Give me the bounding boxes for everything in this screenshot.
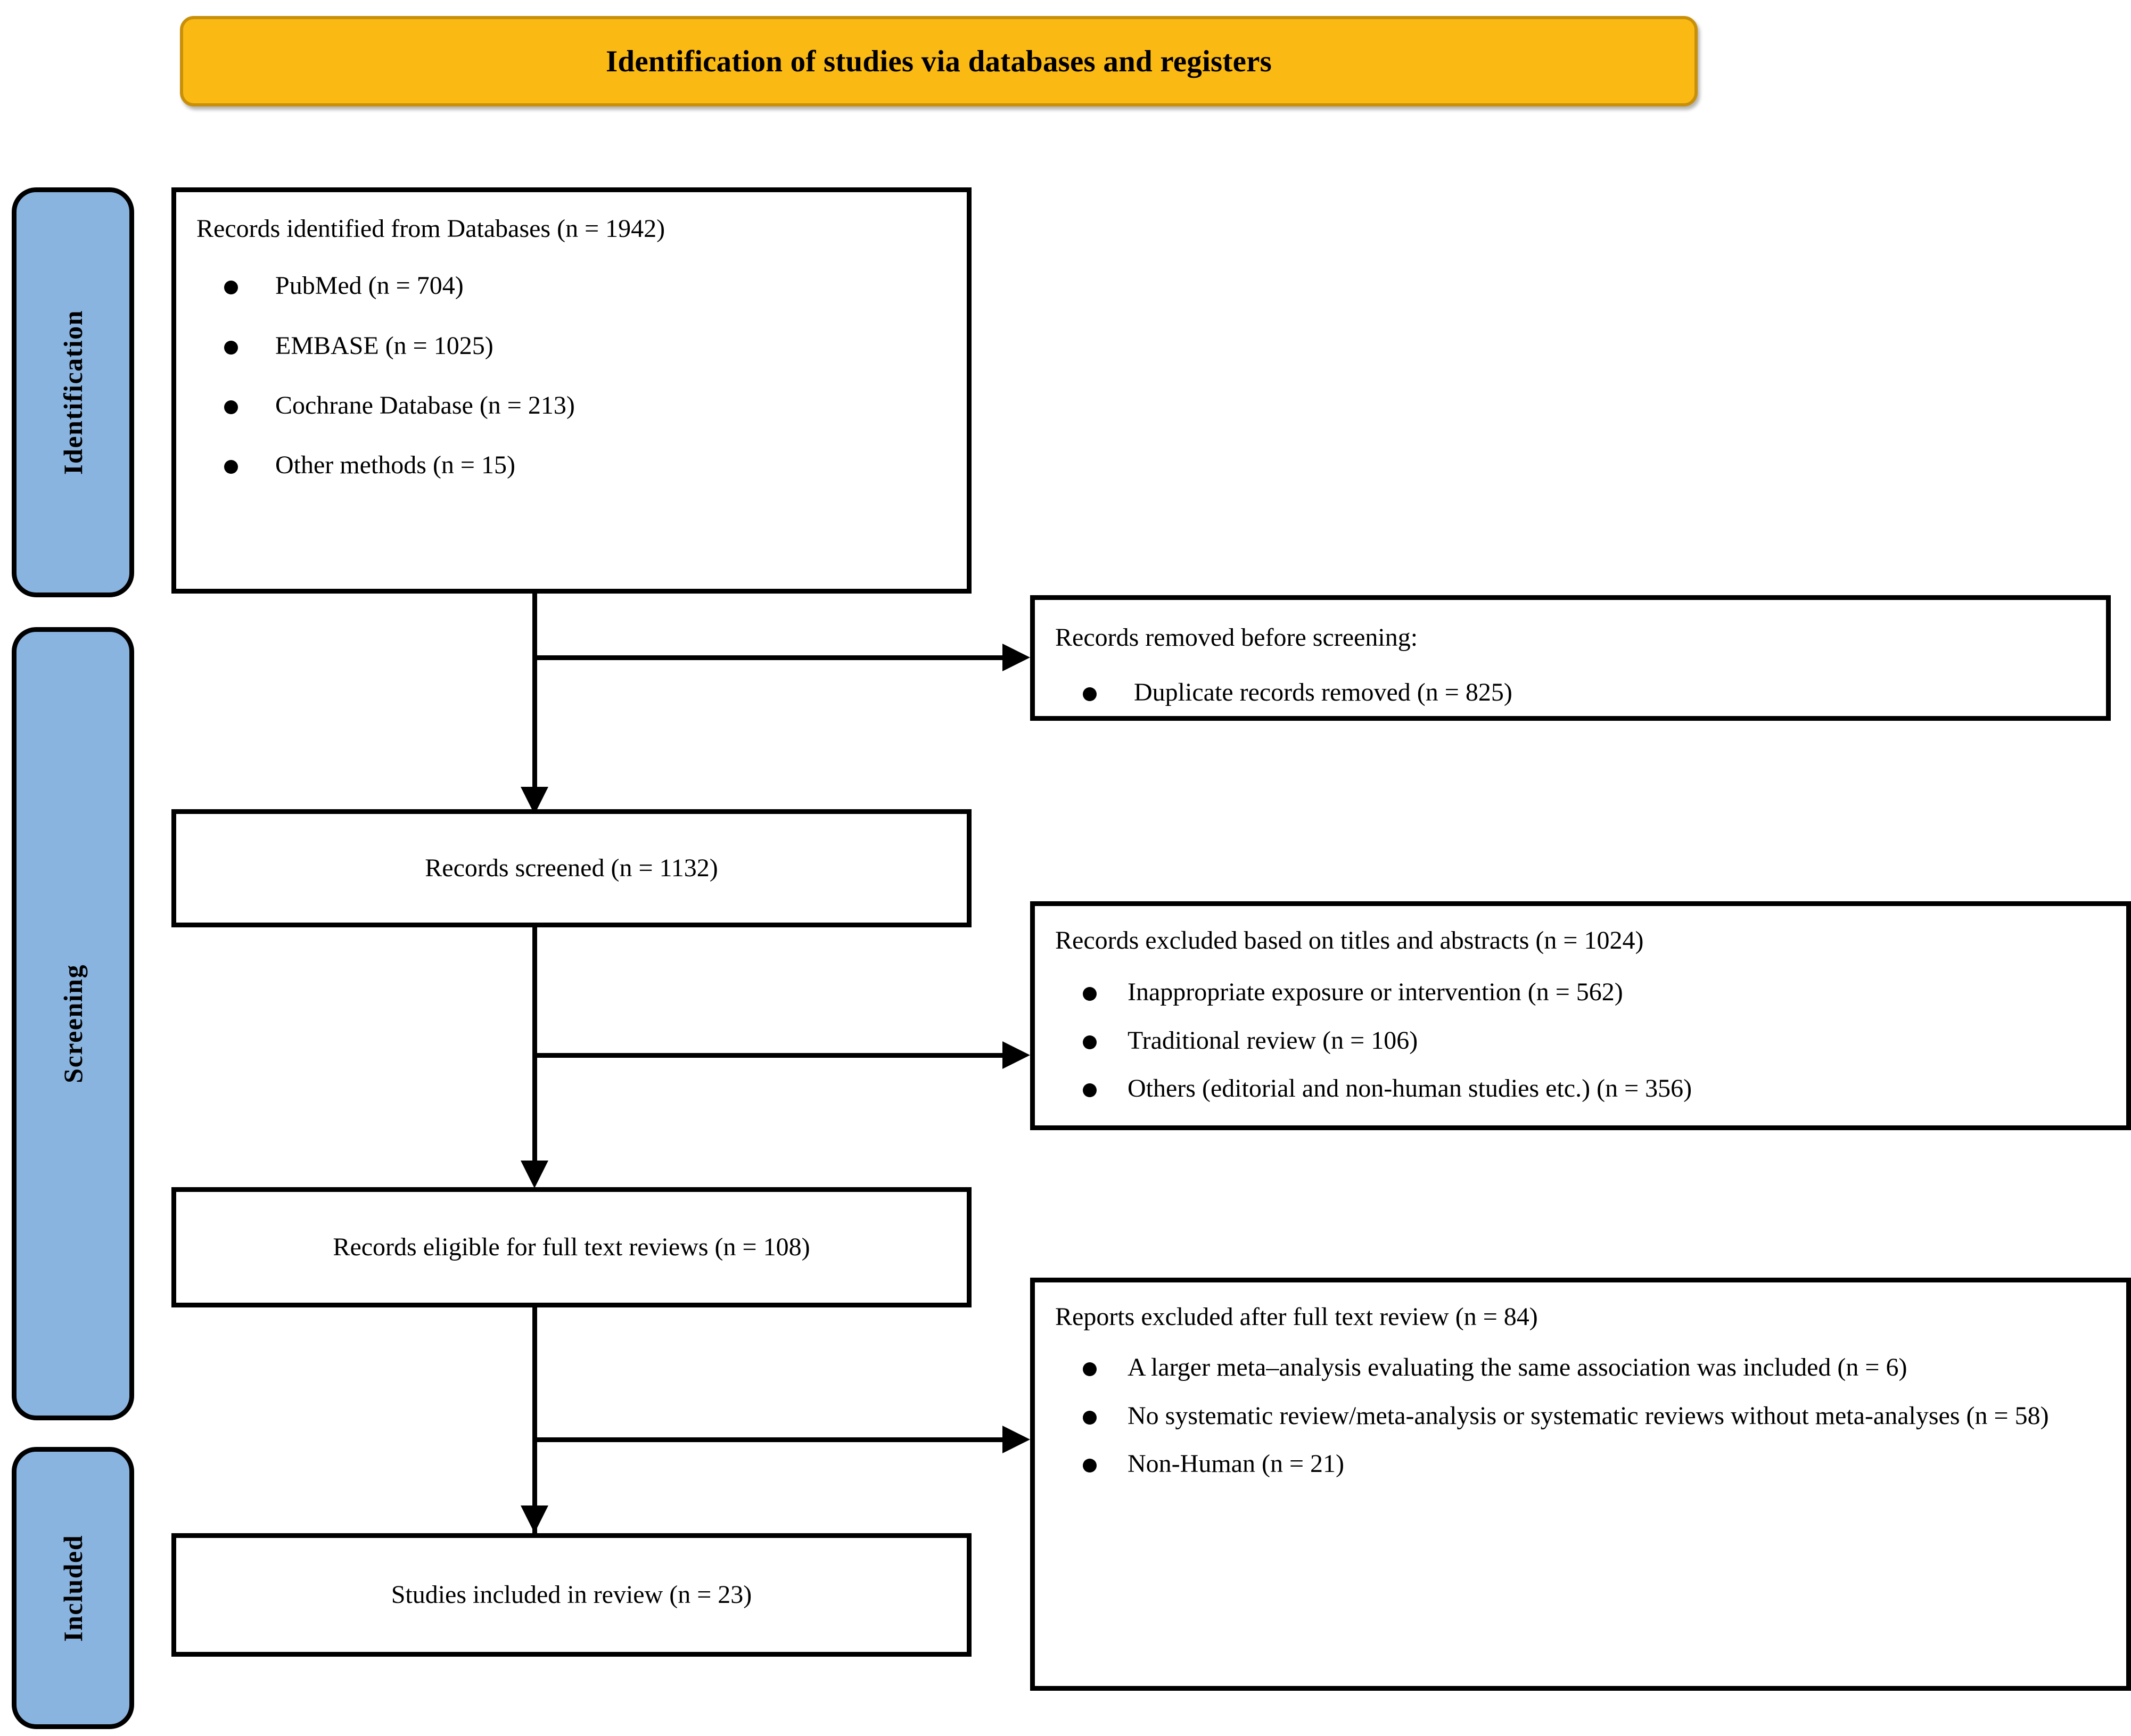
box-records-removed: Records removed before screening: Duplic… [1030, 595, 2111, 721]
bullet-icon [1083, 1035, 1097, 1049]
box-reports-excluded-fulltext-title: Reports excluded after full text review … [1055, 1303, 1538, 1331]
list-item-label: Inappropriate exposure or intervention (… [1128, 978, 1623, 1007]
stage-label-included: Included [12, 1447, 134, 1729]
box-records-screened: Records screened (n = 1132) [171, 809, 972, 927]
box-records-removed-list: Duplicate records removed (n = 825) [1053, 676, 2088, 710]
list-item: PubMed (n = 704) [194, 269, 949, 303]
list-item-label: PubMed (n = 704) [275, 271, 464, 300]
box-records-eligible: Records eligible for full text reviews (… [171, 1187, 972, 1307]
list-item: No systematic review/meta-analysis or sy… [1053, 1399, 2108, 1433]
box-studies-included: Studies included in review (n = 23) [171, 1533, 972, 1657]
stage-label-identification: Identification [12, 187, 134, 597]
list-item-label: Non-Human (n = 21) [1128, 1450, 1344, 1478]
bullet-icon [224, 460, 238, 474]
list-item-label: EMBASE (n = 1025) [275, 331, 493, 360]
connector-identified-vertical [532, 594, 537, 812]
list-item-label: A larger meta–analysis evaluating the sa… [1128, 1353, 1907, 1382]
bullet-icon [224, 400, 238, 415]
list-item: Other methods (n = 15) [194, 448, 949, 482]
list-item-label: No systematic review/meta-analysis or sy… [1128, 1401, 2049, 1430]
list-item: Traditional review (n = 106) [1053, 1024, 2108, 1058]
connector-screened-vertical [532, 927, 537, 1161]
list-item: Non-Human (n = 21) [1053, 1447, 2108, 1481]
list-item: Inappropriate exposure or intervention (… [1053, 975, 2108, 1009]
page-title: Identification of studies via databases … [606, 44, 1272, 78]
list-item-label: Cochrane Database (n = 213) [275, 391, 575, 420]
bullet-icon [1083, 1083, 1097, 1098]
box-records-screened-title: Records screened (n = 1132) [425, 853, 718, 882]
bullet-icon [1083, 687, 1097, 702]
arrowhead-to-removed-icon [1002, 644, 1030, 671]
box-records-excluded-titles-list: Inappropriate exposure or intervention (… [1053, 975, 2108, 1106]
box-reports-excluded-fulltext-list: A larger meta–analysis evaluating the sa… [1053, 1351, 2108, 1481]
box-studies-included-title: Studies included in review (n = 23) [391, 1580, 752, 1609]
bullet-icon [1083, 1410, 1097, 1425]
list-item-label: Duplicate records removed (n = 825) [1134, 678, 1512, 707]
stage-label-included-text: Included [58, 1534, 88, 1642]
box-records-removed-title: Records removed before screening: [1055, 623, 1418, 652]
list-item: Duplicate records removed (n = 825) [1053, 676, 2088, 710]
list-item-label: Other methods (n = 15) [275, 451, 515, 480]
connector-eligible-vertical [532, 1307, 537, 1565]
stage-label-screening-text: Screening [58, 964, 88, 1083]
connector-identified-to-removed [532, 655, 1003, 660]
box-records-identified-title: Records identified from Databases (n = 1… [196, 215, 665, 243]
bullet-icon [1083, 1459, 1097, 1473]
bullet-icon [224, 281, 238, 295]
diagram-header-banner: Identification of studies via databases … [180, 16, 1698, 106]
stage-label-screening: Screening [12, 627, 134, 1420]
box-records-identified-list: PubMed (n = 704) EMBASE (n = 1025) Cochr… [194, 269, 949, 482]
list-item: Others (editorial and non-human studies … [1053, 1072, 2108, 1106]
arrowhead-to-included-icon [521, 1505, 548, 1533]
connector-eligible-to-excluded-fulltext [532, 1437, 1003, 1442]
box-records-excluded-titles: Records excluded based on titles and abs… [1030, 901, 2131, 1130]
arrowhead-to-excluded-titles-icon [1002, 1041, 1030, 1069]
list-item: Cochrane Database (n = 213) [194, 389, 949, 423]
box-records-eligible-title: Records eligible for full text reviews (… [333, 1232, 810, 1261]
stage-label-identification-text: Identification [58, 310, 88, 475]
list-item: EMBASE (n = 1025) [194, 329, 949, 363]
bullet-icon [1083, 987, 1097, 1001]
list-item: A larger meta–analysis evaluating the sa… [1053, 1351, 2108, 1385]
box-records-excluded-titles-title: Records excluded based on titles and abs… [1055, 926, 1644, 955]
arrowhead-to-excluded-fulltext-icon [1002, 1426, 1030, 1453]
bullet-icon [224, 340, 238, 355]
arrowhead-to-eligible-icon [521, 1161, 548, 1188]
box-reports-excluded-fulltext: Reports excluded after full text review … [1030, 1278, 2131, 1691]
box-records-identified: Records identified from Databases (n = 1… [171, 187, 972, 594]
list-item-label: Others (editorial and non-human studies … [1128, 1074, 1692, 1103]
list-item-label: Traditional review (n = 106) [1128, 1026, 1418, 1055]
connector-screened-to-excluded [532, 1053, 1003, 1058]
bullet-icon [1083, 1362, 1097, 1377]
